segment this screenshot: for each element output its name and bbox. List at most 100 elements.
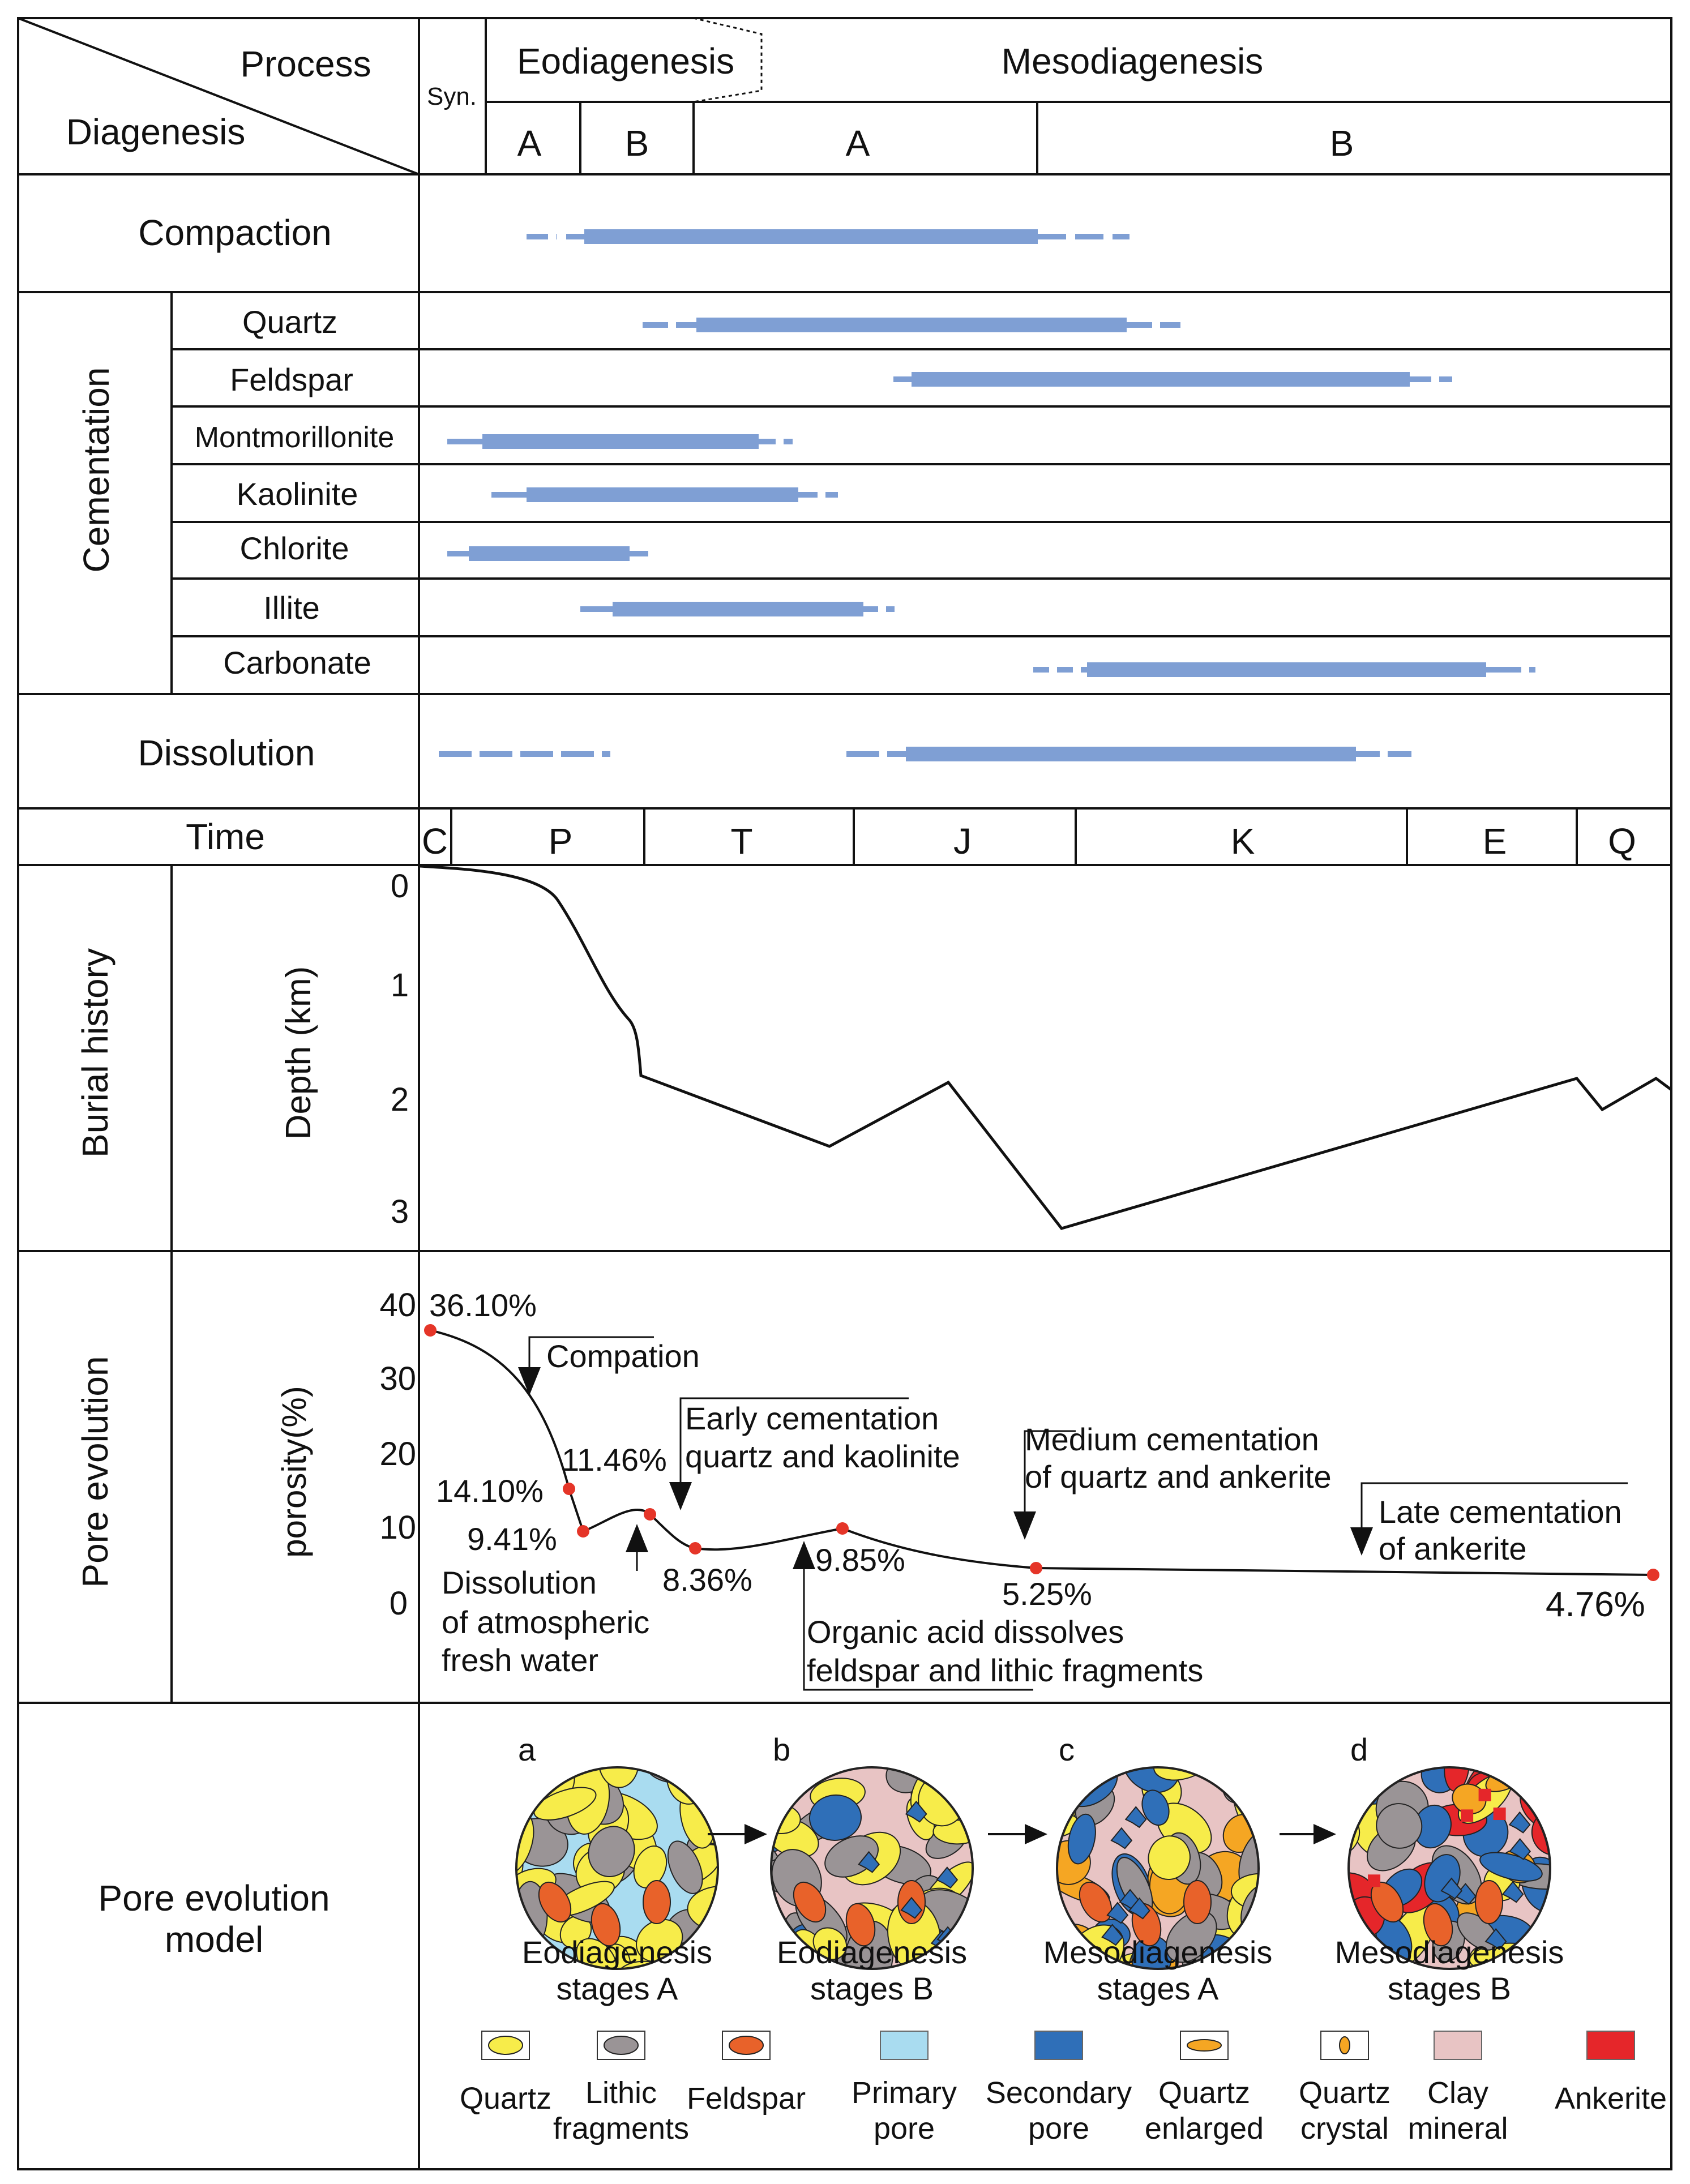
porosity-tick-30: 30: [379, 1360, 416, 1397]
meso-stage-a: A: [846, 123, 870, 164]
cement-row-kaolinite: Kaolinite: [237, 476, 358, 512]
porosity-value-8: 4.76%: [1546, 1585, 1645, 1624]
meso-stage-b: B: [1330, 123, 1354, 164]
model-panel-caption-1: Eodiagenesis: [522, 1934, 712, 1970]
porosity-value-7: 5.25%: [1002, 1576, 1092, 1612]
model-panel-letter: a: [518, 1732, 536, 1767]
svg-text:Quartz: Quartz: [1299, 2076, 1390, 2110]
svg-text:pore: pore: [1028, 2112, 1089, 2146]
annotation-arrows: [518, 1367, 1373, 1569]
model-panel-caption-2: stages A: [557, 1971, 678, 2006]
diagenesis-label: Diagenesis: [66, 112, 246, 152]
porosity-value-2: 14.10%: [436, 1473, 544, 1509]
svg-text:Ankerite: Ankerite: [1555, 2082, 1667, 2116]
stage-boundary-dotted: [693, 17, 763, 103]
model-panel-caption-1: Eodiagenesis: [777, 1934, 967, 1970]
legend-item: Feldspar: [687, 2031, 806, 2116]
porosity-tick-0: 0: [390, 1585, 408, 1622]
svg-text:Secondary: Secondary: [986, 2076, 1132, 2110]
model-panel-letter: b: [773, 1732, 790, 1767]
mesodiagenesis-label: Mesodiagenesis: [1002, 41, 1264, 82]
svg-text:Primary: Primary: [852, 2076, 957, 2110]
model-arrow: [988, 1824, 1047, 1844]
syn-label: Syn.: [427, 83, 477, 110]
model-label-2: model: [165, 1919, 263, 1960]
porosity-points: [424, 1324, 1659, 1581]
depth-tick-2: 2: [391, 1081, 409, 1118]
annotation-early-2: quartz and kaolinite: [685, 1438, 960, 1474]
annotation-medium-2: of quartz and ankerite: [1025, 1459, 1332, 1494]
dissolution-label: Dissolution: [138, 733, 315, 773]
svg-text:mineral: mineral: [1407, 2112, 1508, 2146]
model-panel-caption-1: Mesodiagenesis: [1335, 1934, 1564, 1970]
model-panel-caption-2: stages B: [810, 1971, 934, 2006]
annotation-dissolution-3: fresh water: [442, 1642, 598, 1678]
model-label-1: Pore evolution: [98, 1878, 330, 1919]
cementation-label: Cementation: [76, 367, 117, 573]
cement-row-quartz: Quartz: [242, 304, 337, 340]
eo-stage-a: A: [517, 123, 542, 164]
burial-history-label: Burial history: [75, 948, 115, 1158]
time-label: Time: [186, 816, 265, 857]
pore-evolution-label: Pore evolution: [75, 1356, 115, 1587]
depth-tick-0: 0: [391, 868, 409, 905]
period-k: K: [1231, 821, 1255, 862]
process-label: Process: [240, 44, 371, 84]
annotation-leaders: [528, 1336, 1628, 1691]
porosity-axis-label: porosity(%): [275, 1386, 313, 1557]
cement-row-chlorite: Chlorite: [240, 530, 349, 566]
cement-row-carbonate: Carbonate: [223, 645, 371, 680]
period-c: C: [422, 821, 448, 862]
svg-text:Quartz: Quartz: [1158, 2076, 1250, 2110]
porosity-value-3: 11.46%: [562, 1442, 667, 1478]
svg-text:Quartz: Quartz: [460, 2082, 551, 2116]
porosity-tick-10: 10: [379, 1509, 416, 1546]
porosity-value-5: 8.36%: [662, 1562, 752, 1598]
svg-text:pore: pore: [874, 2112, 935, 2146]
annotation-organic-1: Organic acid dissolves: [807, 1614, 1124, 1650]
range-bars: [439, 229, 1535, 761]
model-panel-caption-2: stages B: [1388, 1971, 1511, 2006]
porosity-value-1: 36.10%: [429, 1287, 537, 1323]
annotation-late-2: of ankerite: [1379, 1531, 1527, 1566]
svg-text:fragments: fragments: [553, 2112, 689, 2146]
model-panel-caption-1: Mesodiagenesis: [1043, 1934, 1273, 1970]
period-j: J: [953, 821, 972, 862]
legend-item: Ankerite: [1555, 2031, 1667, 2116]
porosity-tick-40: 40: [379, 1287, 416, 1324]
legend-item: Quartz: [460, 2031, 551, 2116]
svg-text:enlarged: enlarged: [1145, 2112, 1264, 2146]
svg-text:crystal: crystal: [1300, 2112, 1389, 2146]
svg-text:Clay: Clay: [1427, 2076, 1488, 2110]
porosity-curve: [430, 1329, 1654, 1576]
annotation-late-1: Late cementation: [1379, 1494, 1622, 1530]
svg-text:Lithic: Lithic: [585, 2076, 657, 2110]
annotation-compation: Compation: [546, 1338, 700, 1374]
burial-curve: [420, 864, 1672, 1230]
svg-text:Feldspar: Feldspar: [687, 2082, 806, 2116]
period-q: Q: [1608, 821, 1636, 862]
model-panel-letter: c: [1059, 1732, 1075, 1767]
annotation-dissolution-2: of atmospheric: [442, 1604, 649, 1640]
cement-row-illite: Illite: [263, 590, 320, 626]
model-panel-caption-2: stages A: [1097, 1971, 1219, 2006]
cement-row-montmorillonite: Montmorillonite: [195, 421, 395, 454]
cement-row-feldspar: Feldspar: [230, 362, 353, 397]
period-e: E: [1483, 821, 1507, 862]
period-t: T: [730, 821, 752, 862]
compaction-label: Compaction: [138, 212, 332, 253]
annotation-early-1: Early cementation: [685, 1401, 939, 1436]
period-p: P: [549, 821, 573, 862]
annotation-medium-1: Medium cementation: [1025, 1421, 1319, 1457]
eodiagenesis-label: Eodiagenesis: [517, 41, 734, 82]
